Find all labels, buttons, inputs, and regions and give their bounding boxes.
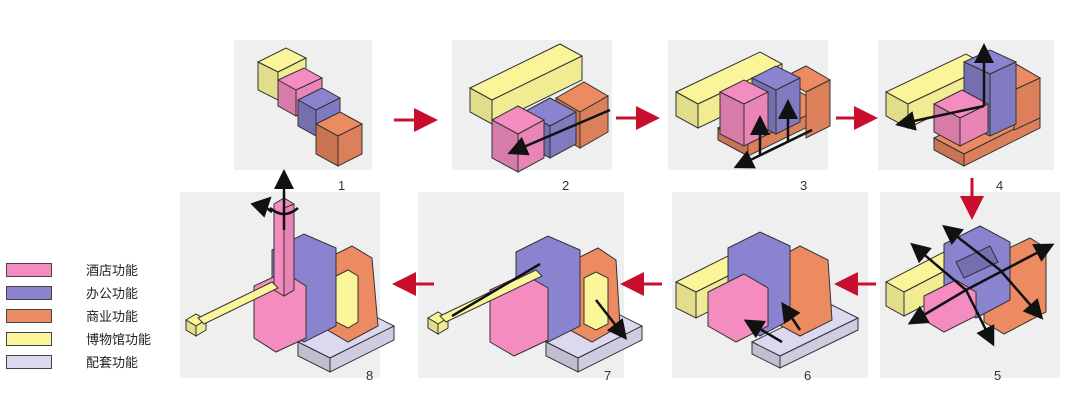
step-8-massing [185,197,396,373]
legend-item-commercial: 商业功能 [6,306,176,325]
legend-swatch-commercial [6,308,52,323]
legend-item-museum: 博物馆功能 [6,329,176,348]
step-numbers: 1 2 3 4 5 6 7 8 [338,178,1003,383]
legend-label-support: 配套功能 [86,356,139,371]
step-7-arrows [451,262,628,340]
step-2-massing [468,43,609,173]
legend-swatch-support [6,354,52,369]
step-number-4: 4 [996,178,1003,193]
legend-swatch-office [6,285,52,300]
legend-label-office: 办公功能 [86,287,139,302]
step-number-7: 7 [604,368,611,383]
step-2-direction-arrow [507,108,611,156]
legend-label-hotel: 酒店功能 [86,264,139,279]
legend: 酒店功能 办公功能 商业功能 博物馆功能 配套功能 [6,260,176,375]
process-arrows [392,106,984,296]
legend-label-museum: 博物馆功能 [86,333,152,348]
step-number-1: 1 [338,178,345,193]
step-1-massing [256,47,364,167]
legend-item-office: 办公功能 [6,283,176,302]
step-5-arrows [907,224,1055,347]
step-number-3: 3 [800,178,807,193]
legend-label-commercial: 商业功能 [86,310,139,325]
step-number-2: 2 [562,178,569,193]
step-6-arrows [743,301,802,344]
step-number-5: 5 [994,368,1001,383]
legend-item-support: 配套功能 [6,352,176,371]
step-8-arrows [250,169,299,230]
step-number-6: 6 [804,368,811,383]
step-number-8: 8 [366,368,373,383]
legend-item-hotel: 酒店功能 [6,260,176,279]
legend-swatch-museum [6,331,52,346]
legend-swatch-hotel [6,262,52,277]
step-4-arrows [895,43,994,131]
step-3-arrows [733,99,813,169]
